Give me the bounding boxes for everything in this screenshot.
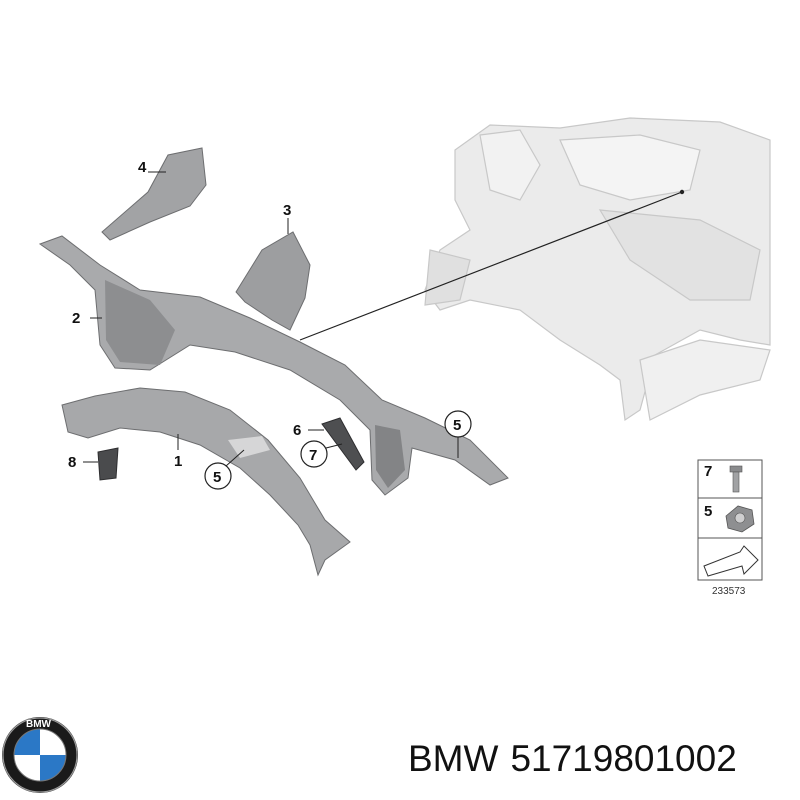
leader-dot — [679, 189, 685, 195]
callout-2: 2 — [72, 310, 80, 327]
callout-5b-circle: 5 — [444, 410, 472, 438]
arrow-icon — [703, 545, 759, 577]
reference-number: 233573 — [712, 586, 746, 597]
fastener-legend: 7 5 — [697, 459, 763, 581]
callout-4: 4 — [138, 159, 147, 176]
callout-8: 8 — [68, 454, 76, 471]
svg-text:7: 7 — [309, 447, 317, 464]
part-4-bracket — [101, 147, 207, 241]
part-2-inner-shadow — [375, 425, 405, 488]
legend-label-7: 7 — [704, 463, 712, 480]
part-caption: BMW 51719801002 — [408, 738, 749, 780]
legend-label-5: 5 — [704, 503, 712, 520]
part-3-panel — [235, 231, 311, 331]
part-1-insert — [228, 436, 270, 458]
svg-text:BMW: BMW — [26, 719, 52, 730]
vehicle-frame-ghost — [424, 117, 771, 422]
brand-name: BMW — [408, 738, 499, 779]
callout-7-circle: 7 — [300, 440, 328, 468]
callout-5a-circle: 5 — [204, 462, 232, 490]
svg-text:5: 5 — [453, 417, 461, 434]
bmw-logo: BMW — [2, 717, 78, 793]
callout-6: 6 — [293, 422, 301, 439]
callout-3: 3 — [283, 202, 291, 219]
part-2-shadow — [105, 280, 175, 365]
part-1-lower-rail — [61, 387, 351, 577]
nut-icon — [725, 505, 755, 533]
leader-7 — [325, 443, 343, 449]
bolt-icon — [729, 465, 743, 493]
leader-5a — [225, 449, 245, 467]
svg-text:5: 5 — [213, 469, 221, 486]
part-6-cover — [321, 417, 365, 471]
callout-1: 1 — [174, 453, 182, 470]
part-number: 51719801002 — [510, 738, 737, 779]
part-8-plug — [97, 447, 119, 481]
leader-line-frame — [299, 191, 683, 341]
